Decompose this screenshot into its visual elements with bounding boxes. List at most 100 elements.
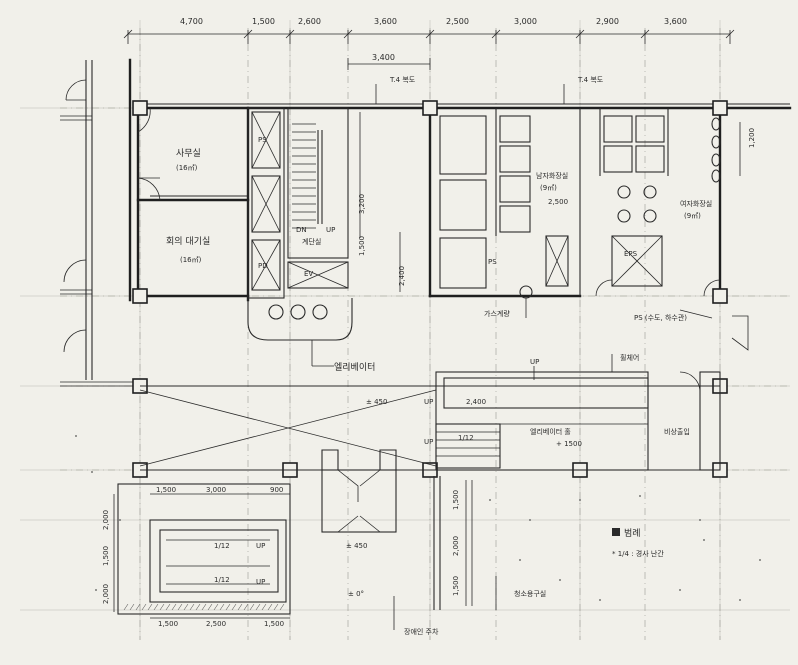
ps-note: PS (수도, 하수관)	[634, 313, 687, 322]
hatch-line	[159, 603, 165, 611]
dim-top-6: 3,000	[514, 17, 537, 26]
stall	[635, 115, 665, 143]
stair-label: 계단실	[302, 237, 321, 246]
middle-dimensions: 3,200 1,500 2,400 T.4 복도 T.4 복도	[358, 76, 604, 292]
stall	[603, 145, 633, 173]
lobby-band: UP UP UP 2,400 1/12 엘리베이터 홀 + 1500 ± 450…	[139, 353, 721, 471]
marker-eps: EPS	[624, 250, 638, 258]
meeting-area: (16㎡)	[180, 256, 202, 264]
hatch-line	[195, 603, 201, 611]
column	[132, 288, 148, 304]
restroom-block: PS 가스계량 EPS 남자화장실 (9㎡) 여자화장실 (9㎡) 2,500 …	[428, 106, 756, 351]
dim-top-2: 1,500	[252, 17, 275, 26]
hatch-line	[255, 603, 261, 611]
dim-1500-left: 1,500	[102, 546, 110, 566]
column	[712, 288, 728, 304]
hatch-line	[123, 603, 129, 611]
chair-label: 휠체어	[620, 353, 639, 362]
hatch-line	[231, 603, 237, 611]
label-corridor-2: T.4 복도	[577, 76, 604, 84]
stall	[603, 115, 633, 143]
left-exterior	[60, 60, 140, 387]
restroom-men-area: (9㎡)	[540, 184, 557, 192]
ramp-ratio-1: 1/12	[214, 542, 230, 550]
meeting-label: 회의 대기실	[166, 236, 210, 247]
hatch-line	[243, 603, 249, 611]
marker-ps: PS	[258, 136, 267, 144]
marker-dn: DN	[296, 226, 307, 234]
hatch-line	[171, 603, 177, 611]
dim-1500: 1,500	[358, 236, 366, 256]
lobby-note: 엘리베이터 홀	[530, 427, 571, 436]
hatch-line	[183, 603, 189, 611]
dim-2500: 2,500	[548, 198, 568, 206]
marker-up: UP	[326, 226, 335, 234]
column	[132, 100, 148, 116]
elevator-dim-note: + 1500	[556, 440, 582, 448]
label-corridor-1: T.4 복도	[389, 76, 416, 84]
column	[422, 100, 438, 116]
hatch-line	[219, 603, 225, 611]
ramp-ratio: 1/12	[458, 434, 474, 442]
ramp-ratio-2: 1/12	[214, 576, 230, 584]
marker-up-4: UP	[424, 438, 433, 446]
dim-1200: 1,200	[748, 128, 756, 148]
legend-text: * 1/4 : 경사 난간	[612, 549, 664, 558]
dim-900: 900	[270, 486, 283, 494]
marker-up-3: UP	[424, 398, 433, 406]
stipple-dot	[119, 519, 121, 521]
stipple-dot	[559, 579, 561, 581]
stall	[499, 205, 531, 233]
stipple-dot	[703, 539, 705, 541]
ramp-up-2: UP	[256, 578, 265, 586]
dim-top-3400: 3,400	[372, 53, 395, 62]
office-rooms: 사무실 (16㎡) 회의 대기실 (16㎡)	[166, 148, 210, 264]
entrance-level: ± 450	[346, 542, 367, 550]
hatch-line	[177, 603, 183, 611]
marker-pd: PD	[258, 262, 268, 270]
dim-top-1: 4,700	[180, 17, 203, 26]
legend-swatch	[612, 528, 620, 536]
dim-2500-bottom: 2,500	[206, 620, 226, 628]
dim-1500-a: 1,500	[156, 486, 176, 494]
hatch-line	[153, 603, 159, 611]
hatch-line	[237, 603, 243, 611]
stipple-dot	[599, 599, 601, 601]
hatch-line	[273, 603, 279, 611]
hatch-line	[129, 603, 135, 611]
restroom-women: 여자화장실	[680, 199, 712, 208]
top-dimension-chain: 4,700 1,500 2,600 3,600 2,500 3,000 2,90…	[123, 17, 735, 70]
stipple-dot	[739, 599, 741, 601]
stipple-dot	[679, 589, 681, 591]
outdoor-level: ± 0°	[348, 590, 364, 598]
stipple-dot	[91, 471, 93, 473]
elevator-hall-label: 엘리베이터	[334, 362, 375, 373]
dim-2000-r: 2,000	[452, 536, 460, 556]
hatch-line	[261, 603, 267, 611]
hatch-line	[207, 603, 213, 611]
dim-top-7: 2,900	[596, 17, 619, 26]
janitor-label: 청소용구실	[514, 589, 546, 598]
stipple-dot	[639, 495, 641, 497]
hatch-line	[147, 603, 153, 611]
hatch-line	[213, 603, 219, 611]
stipple-dot	[579, 499, 581, 501]
stall	[499, 145, 531, 173]
marker-up-2: UP	[530, 358, 539, 366]
dim-3200: 3,200	[358, 194, 366, 214]
hatch-line	[201, 603, 207, 611]
hatch-line	[135, 603, 141, 611]
dim-1500e-bottom: 1,500	[264, 620, 284, 628]
stipple-dot	[529, 519, 531, 521]
stair-core: PS PD DN UP 계단실 EV 엘리베이터	[247, 107, 375, 373]
dim-top-5: 2,500	[446, 17, 469, 26]
hatch-line	[165, 603, 171, 611]
hatch-line	[279, 603, 285, 611]
exit-label: 비상출입	[664, 427, 690, 436]
stipple-dot	[759, 559, 761, 561]
stipple-dot	[75, 435, 77, 437]
hatch-line	[189, 603, 195, 611]
dim-2000b-left: 2,000	[102, 584, 110, 604]
hatch-line	[141, 603, 147, 611]
